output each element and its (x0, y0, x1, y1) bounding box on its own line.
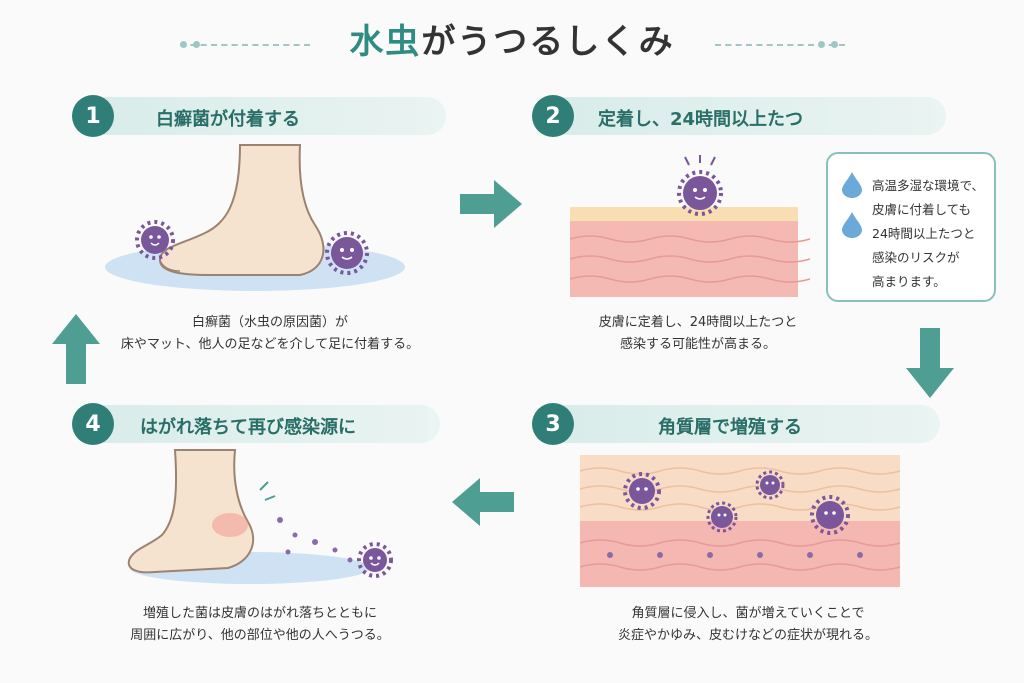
step-1-illustration (105, 144, 405, 291)
step-3-header (548, 405, 940, 443)
title-dot (193, 41, 200, 48)
germ-icon (325, 231, 369, 275)
step-4-description: 増殖した菌は皮膚のはがれ落ちとともに 周囲に広がり、他の部位や他の人へうつる。 (80, 603, 440, 647)
title-dot (831, 41, 838, 48)
step-3-desc-line: 角質層に侵入し、菌が増えていくことで (631, 606, 865, 621)
foot (127, 449, 255, 574)
step-3-label: 角質層で増殖する (658, 417, 802, 438)
title-area: 水虫がうつるしくみ (0, 14, 1024, 70)
title-dot (180, 41, 187, 48)
step-2-description: 皮膚に定着し、24時間以上たつと 感染する可能性が高まる。 (548, 312, 848, 356)
note-line: 高温多湿な環境で、 (872, 178, 985, 193)
note-line: 皮膚に付着しても (872, 202, 972, 217)
step-4-label: はがれ落ちて再び感染源に (140, 417, 356, 438)
step-1-desc-line: 床やマット、他人の足などを介して足に付着する。 (120, 337, 420, 352)
title-rest: がうつるしくみ (421, 22, 675, 62)
inner-skin-layer (580, 521, 900, 587)
step-2-label: 定着し、24時間以上たつ (598, 109, 804, 130)
step-2-illustration (569, 155, 811, 297)
germ-icon (677, 170, 723, 216)
title-dot (818, 41, 825, 48)
skin-inner-layer (570, 221, 798, 297)
note-line: 高まります。 (872, 274, 946, 289)
germ-icon (357, 542, 393, 578)
germ-icon (755, 470, 785, 500)
step-2-header (548, 97, 946, 135)
water-drop-icon (842, 172, 862, 198)
note-line: 24時間以上たつと (872, 226, 976, 241)
step-1-description: 白癬菌（水虫の原因菌）が 床やマット、他人の足などを介して足に付着する。 (90, 312, 450, 356)
arrow-up-icon (52, 314, 100, 384)
germ-icon (135, 220, 175, 260)
step-2-number-badge: 2 (532, 95, 574, 137)
arrow-left-icon (452, 478, 514, 526)
germ-icon (706, 501, 738, 533)
step-2-desc-line: 皮膚に定着し、24時間以上たつと (598, 315, 798, 330)
foot (158, 144, 325, 276)
step-1-label: 白癬菌が付着する (156, 109, 300, 130)
skin-surface-layer (570, 207, 798, 221)
arrow-right-icon (460, 180, 522, 228)
page-title: 水虫がうつるしくみ (0, 14, 1024, 63)
stratum-corneum (580, 455, 900, 521)
step-2-desc-line: 感染する可能性が高まる。 (619, 337, 776, 352)
germ-icon (623, 472, 661, 510)
step-4-desc-line: 周囲に広がり、他の部位や他の人へうつる。 (130, 628, 390, 643)
arrow-down-icon (906, 328, 954, 398)
risk-note-box: 高温多湿な環境で、 皮膚に付着しても 24時間以上たつと 感染のリスクが 高まり… (826, 152, 996, 302)
risk-note-text: 高温多湿な環境で、 皮膚に付着しても 24時間以上たつと 感染のリスクが 高まり… (872, 174, 984, 294)
step-4-number-badge: 4 (72, 403, 114, 445)
germ-icon (810, 495, 850, 535)
note-line: 感染のリスクが (872, 250, 960, 265)
step-3-desc-line: 炎症やかゆみ、皮むけなどの症状が現れる。 (617, 628, 878, 643)
step-1-desc-line: 白癬菌（水虫の原因菌）が (191, 315, 348, 330)
title-decoration-right (715, 44, 845, 48)
step-4-desc-line: 増殖した菌は皮膚のはがれ落ちとともに (142, 606, 377, 621)
step-3-illustration (579, 455, 901, 587)
title-decoration-left (180, 44, 310, 48)
title-accent: 水虫 (349, 22, 422, 62)
step-1-number-badge: 1 (72, 95, 114, 137)
water-drop-icon (842, 212, 862, 238)
step-3-number-badge: 3 (532, 403, 574, 445)
step-1-header (86, 97, 446, 135)
step-4-header (86, 405, 440, 443)
step-3-description: 角質層に侵入し、菌が増えていくことで 炎症やかゆみ、皮むけなどの症状が現れる。 (568, 603, 928, 647)
step-4-illustration (127, 449, 393, 584)
